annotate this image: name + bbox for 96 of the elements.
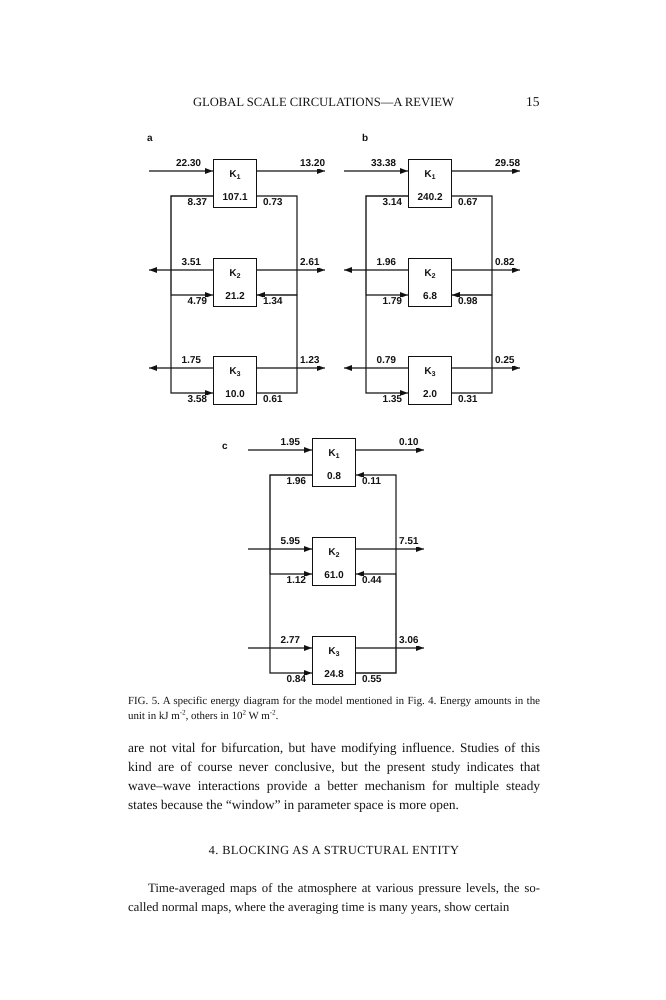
box-label: K$_{2}$ [328,547,340,559]
arrow [170,195,213,396]
edge-label: 3.06 [399,636,418,646]
arrow [257,267,325,273]
arrow [356,645,424,651]
energy-box [312,636,356,685]
flow-value: 8.37 [188,198,207,208]
flow-value: 3.14 [382,198,402,208]
arrow [248,546,312,552]
energy-value: 240.2 [417,192,443,204]
edge-label: 3.51 [182,258,201,268]
energy-value: 24.8 [324,669,344,681]
energy-value: 0.8 [327,471,341,483]
box-label: K$_{1}$ [328,448,340,460]
box-label: K$_{1}$ [424,169,436,181]
energy-value: 107.1 [222,192,248,204]
edge-label: 33.38 [370,159,396,169]
box-label: K$_{2}$ [424,268,436,280]
arrow [365,195,408,396]
body-paragraph: are not vital for bifurcation, but have modifying influence. Studies of this kind are of course never conclusive, but the present study indicates that wave–wave interactions provide a better mechanism for multiple steady states because the “window” in parameter space is more open. [128,739,540,814]
edge-label: 7.51 [399,537,418,547]
edge-label: 0.79 [376,356,396,366]
energy-value: 6.8 [423,291,437,303]
arrow [269,474,312,676]
arrow [452,168,520,174]
figure-caption: FIG. 5. A specific energy diagram for the model mentioned in Fig. 4. Energy amounts in the unit in kJ m$^{-2}$, others in 10$^{2}$ W m$^{-2}$. [128,694,540,724]
edge-label: 2.61 [300,258,320,268]
edge-label: 0.84 [286,675,306,685]
edge-label: 0.67 [458,198,478,208]
edge-label: 0.31 [458,395,478,405]
edge-label: 0.10 [399,438,418,448]
body-paragraph: Time-averaged maps of the atmosphere at various pressure levels, the so-called normal maps, where the averaging time is many years, show certain [128,880,540,916]
box-label: K$_{1}$ [229,169,241,181]
arrow [149,267,213,273]
energy-box [312,438,356,487]
arrow [356,546,424,552]
arrow [344,365,408,371]
energy-box [312,537,356,586]
arrow [257,292,298,394]
energy-value: 10.0 [225,389,245,401]
page-number: 15 [526,94,540,109]
arrow [344,168,408,174]
arrow [356,447,424,453]
panel-letter: a [147,134,153,144]
edge-label: 1.23 [300,356,320,366]
flow-value: 1.34 [263,297,282,307]
energy-box [213,258,257,307]
edge-label: 5.95 [280,537,300,547]
arrow [452,292,493,394]
edge-label: 1.95 [280,438,300,448]
arrow [149,168,213,174]
flow-value: 1.96 [286,477,306,487]
edge-label: 1.79 [382,297,402,307]
edge-label: 0.11 [362,477,381,487]
arrow [257,365,325,371]
flow-value: 0.55 [362,675,382,685]
edge-label: 22.30 [176,159,201,169]
flow-value: 0.98 [458,297,478,307]
edge-label: 29.58 [495,159,520,169]
box-label: K$_{3}$ [229,366,241,378]
edge-label: 1.96 [376,258,396,268]
panel-letter: c [222,442,228,452]
arrow [452,267,520,273]
edge-label: 0.44 [362,576,382,586]
energy-box [408,356,452,405]
arrow [452,365,520,371]
edge-label: 1.12 [286,576,306,586]
arrow [257,168,325,174]
energy-box [408,258,452,307]
energy-box [213,159,257,208]
section-heading: 4. BLOCKING AS A STRUCTURAL ENTITY [208,843,460,858]
running-header: GLOBAL SCALE CIRCULATIONS—A REVIEW [193,95,454,110]
energy-value: 61.0 [324,570,344,582]
box-label: K$_{2}$ [229,268,241,280]
energy-value: 2.0 [423,389,437,401]
box-label: K$_{3}$ [328,646,340,658]
edge-label: 0.82 [495,258,514,268]
edge-label: 0.73 [263,198,282,208]
edge-label: 0.25 [495,356,514,366]
edge-label: 1.75 [182,356,201,366]
arrow [149,365,213,371]
edge-label: 1.35 [382,395,402,405]
panel-letter: b [362,134,368,144]
arrow [356,571,397,674]
edge-label: 4.79 [188,297,207,307]
arrow [248,447,312,453]
energy-box [213,356,257,405]
box-label: K$_{3}$ [424,366,436,378]
edge-label: 0.61 [263,395,282,405]
arrow [248,645,312,651]
energy-box [408,159,452,208]
arrow [344,267,408,273]
edge-label: 2.77 [280,636,300,646]
energy-value: 21.2 [225,291,245,303]
edge-label: 13.20 [300,159,326,169]
edge-label: 3.58 [188,395,207,405]
